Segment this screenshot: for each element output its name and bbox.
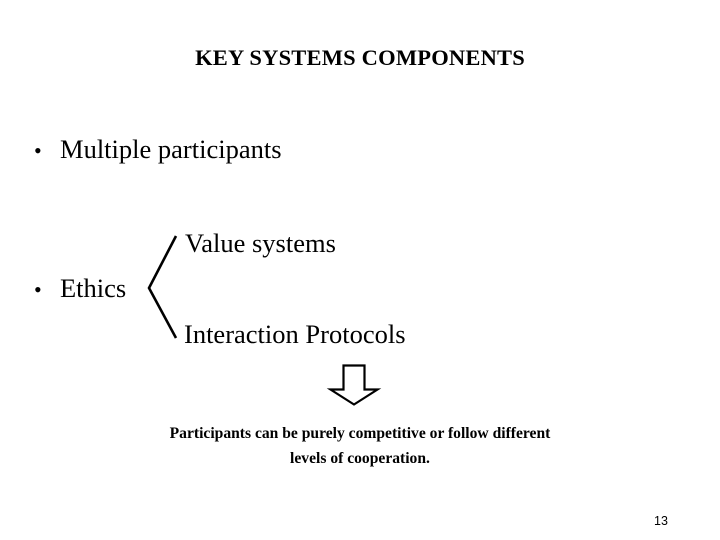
bullet-item-ethics: • Ethics [34,273,126,304]
branch-label-value-systems: Value systems [185,228,336,258]
caption-line-1: Participants can be purely competitive o… [169,425,551,442]
bullet-marker-icon: • [34,277,42,302]
bullet-marker-icon: • [34,138,42,163]
down-arrow-icon [326,364,382,406]
bullet-item-multiple-participants: • Multiple participants [34,134,282,165]
page-number: 13 [654,514,668,528]
bullet-label-ethics: Ethics [60,273,127,303]
bullet-label-multiple-participants: Multiple participants [60,134,282,164]
branch-label-interaction-protocols: Interaction Protocols [184,319,406,349]
angle-bracket-connector-icon [147,235,178,339]
caption-line-2: levels of cooperation. [290,450,430,468]
caption-text: Participants can be purely competitive o… [60,421,660,472]
page-title: KEY SYSTEMS COMPONENTS [195,45,525,70]
